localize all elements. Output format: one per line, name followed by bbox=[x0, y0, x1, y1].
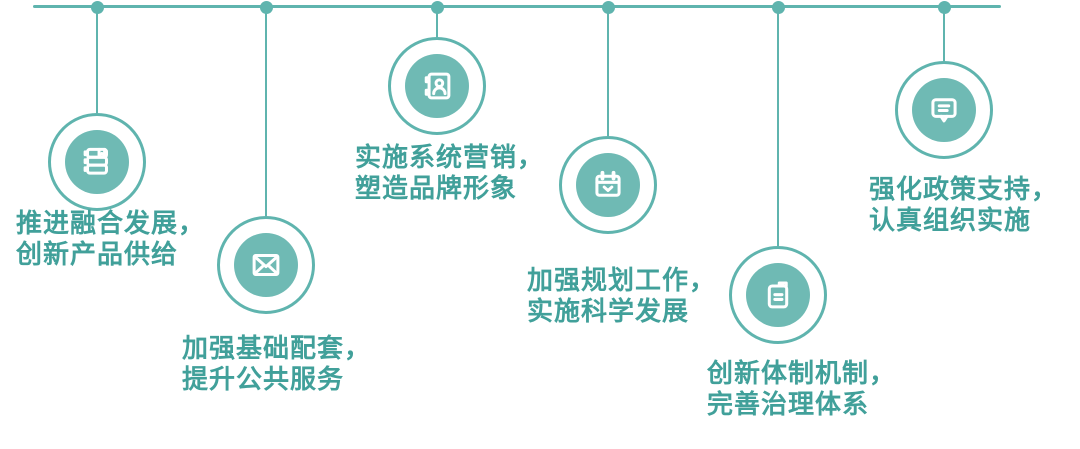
item-label-line1: 实施系统营销， bbox=[355, 142, 545, 172]
pendant-line bbox=[435, 7, 439, 37]
item-label: 推进融合发展， 创新产品供给 bbox=[16, 208, 205, 270]
icon-circle bbox=[576, 153, 640, 217]
item-label-line1: 加强基础配套， bbox=[182, 333, 372, 363]
item-label: 创新体制机制， 完善治理体系 bbox=[707, 358, 896, 420]
item-label-line1: 创新体制机制， bbox=[707, 358, 897, 388]
icon-circle bbox=[234, 233, 298, 297]
item-label-line2: 塑造品牌形象 bbox=[355, 173, 518, 203]
icon-outer-ring bbox=[559, 136, 657, 234]
item-label: 强化政策支持， 认真组织实施 bbox=[869, 174, 1058, 236]
icon-outer-ring bbox=[895, 61, 993, 159]
item-label: 加强基础配套， 提升公共服务 bbox=[182, 333, 371, 395]
item-label-line1: 强化政策支持， bbox=[869, 174, 1059, 204]
item-label-line2: 创新产品供给 bbox=[16, 239, 179, 269]
item-label-line2: 认真组织实施 bbox=[869, 205, 1032, 235]
item-label: 加强规划工作， 实施科学发展 bbox=[527, 265, 716, 327]
item-label-line2: 提升公共服务 bbox=[182, 364, 345, 394]
icon-outer-ring bbox=[217, 216, 315, 314]
item-label-line2: 完善治理体系 bbox=[707, 389, 870, 419]
memo-icon bbox=[767, 281, 789, 309]
speech-bubble-icon bbox=[931, 98, 957, 123]
item-label: 实施系统营销， 塑造品牌形象 bbox=[355, 142, 544, 204]
pendant-line bbox=[776, 7, 780, 246]
contact-book-icon bbox=[424, 72, 451, 100]
item-label-line1: 加强规划工作， bbox=[527, 265, 717, 295]
item-label-line2: 实施科学发展 bbox=[527, 296, 690, 326]
pendant-line bbox=[606, 7, 610, 136]
icon-outer-ring bbox=[388, 37, 486, 135]
icon-circle bbox=[65, 130, 129, 194]
pendant-line bbox=[95, 7, 99, 113]
icon-circle bbox=[912, 78, 976, 142]
item-label-line1: 推进融合发展， bbox=[16, 208, 206, 238]
icon-circle bbox=[746, 263, 810, 327]
icon-outer-ring bbox=[48, 113, 146, 211]
envelope-icon bbox=[252, 253, 280, 277]
pendant-line bbox=[264, 7, 268, 216]
icon-outer-ring bbox=[729, 246, 827, 344]
book-stack-icon bbox=[83, 147, 109, 175]
icon-circle bbox=[405, 54, 469, 118]
pendant-line bbox=[942, 7, 946, 61]
calendar-icon bbox=[595, 170, 621, 197]
timeline-axis-line bbox=[33, 5, 1001, 8]
